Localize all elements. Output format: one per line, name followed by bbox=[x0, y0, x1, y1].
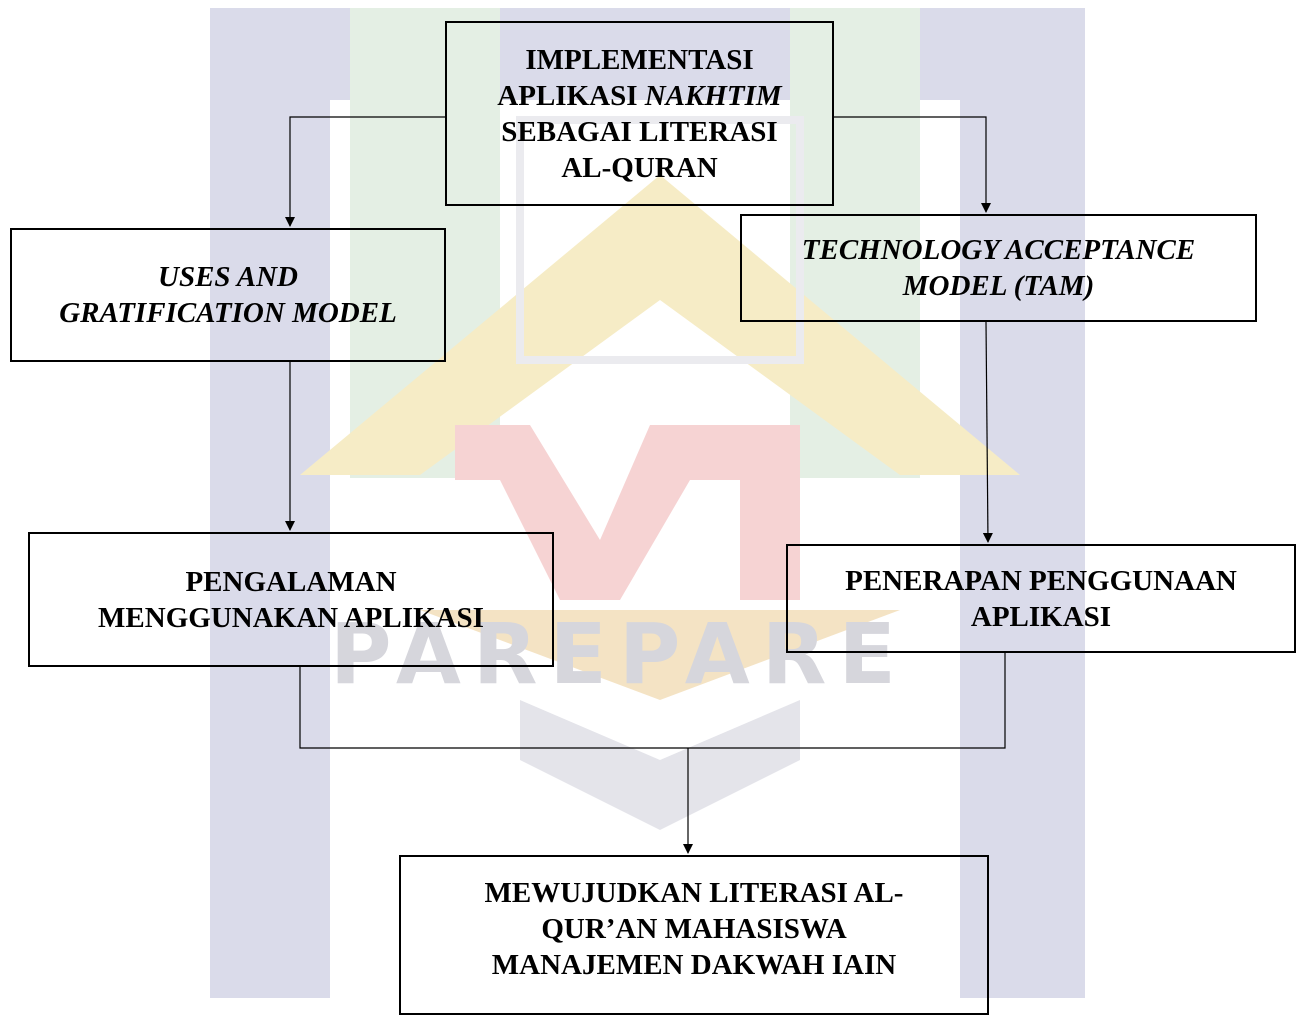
box-top-line-2: APLIKASI NAKHTIM bbox=[497, 78, 781, 114]
box-top-line-2-text: APLIKASI bbox=[497, 79, 645, 112]
arrow-tam-to-penerapan bbox=[982, 321, 993, 543]
box-pengalaman-line-2: MENGGUNAKAN APLIKASI bbox=[98, 601, 484, 634]
box-pengalaman-line-1: PENGALAMAN bbox=[185, 565, 397, 598]
arrow-top-to-uses bbox=[285, 116, 445, 227]
box-top-line-3: SEBAGAI LITERASI bbox=[501, 115, 778, 148]
box-penerapan-line-1: PENERAPAN PENGGUNAAN bbox=[845, 564, 1237, 597]
box-tam-line-2: MODEL (TAM) bbox=[902, 270, 1095, 302]
box-uses-and-gratification: USES AND GRATIFICATION MODEL bbox=[10, 228, 446, 362]
box-technology-acceptance-model: TECHNOLOGY ACCEPTANCE MODEL (TAM) bbox=[740, 214, 1257, 322]
box-bottom-line-3: MANAJEMEN DAKWAH IAIN bbox=[491, 949, 897, 981]
box-top-line-4: AL-QURAN bbox=[561, 151, 718, 184]
box-bottom-line-2: QUR’AN MAHASISWA bbox=[541, 913, 847, 945]
watermark-text: PAREPARE bbox=[330, 605, 908, 703]
box-mewujudkan-literasi: MEWUJUDKAN LITERASI AL- QUR’AN MAHASISWA… bbox=[399, 855, 989, 1015]
box-uses-line-1: USES AND bbox=[158, 261, 298, 293]
box-tam-line-1: TECHNOLOGY ACCEPTANCE bbox=[801, 234, 1196, 266]
box-uses-line-2: GRATIFICATION MODEL bbox=[59, 297, 397, 329]
box-penerapan: PENERAPAN PENGGUNAAN APLIKASI bbox=[786, 544, 1296, 653]
box-penerapan-line-2: APLIKASI bbox=[970, 600, 1112, 633]
arrow-top-to-tam bbox=[834, 116, 991, 213]
box-top-italic-word: NAKHTIM bbox=[644, 79, 782, 112]
box-top-line-1: IMPLEMENTASI bbox=[525, 43, 754, 76]
connector-merge bbox=[299, 653, 1006, 749]
box-implementasi-nakhtim: IMPLEMENTASI APLIKASI NAKHTIM SEBAGAI LI… bbox=[445, 21, 834, 206]
box-bottom-line-1: MEWUJUDKAN LITERASI AL- bbox=[484, 877, 904, 909]
box-pengalaman: PENGALAMAN MENGGUNAKAN APLIKASI bbox=[28, 532, 554, 667]
